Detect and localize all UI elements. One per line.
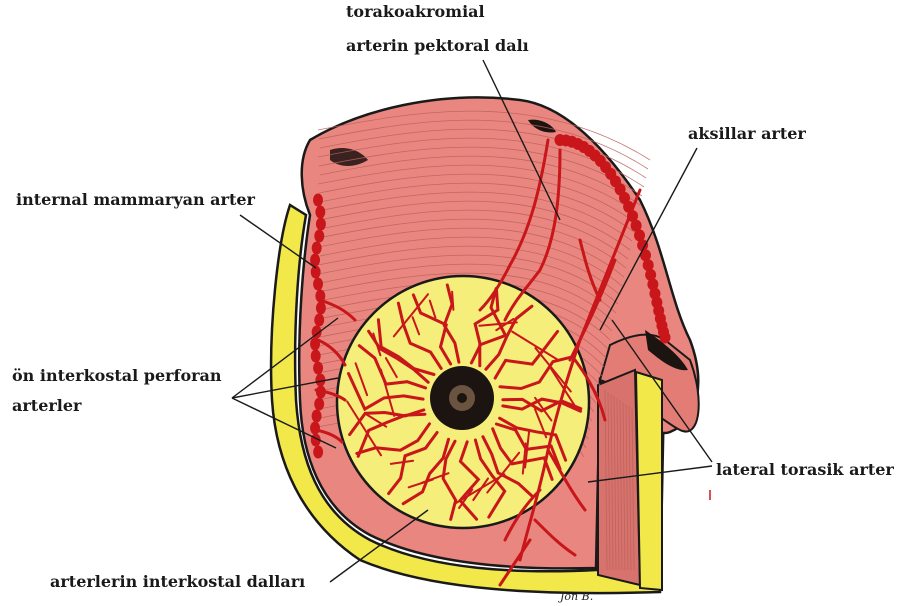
artery-bead bbox=[314, 314, 324, 327]
artery-bead bbox=[316, 218, 326, 231]
nipple-center bbox=[457, 393, 467, 403]
artery-bead bbox=[312, 410, 322, 423]
artery-bead bbox=[660, 332, 671, 344]
artery-bead bbox=[313, 194, 323, 207]
label-axillary-artery: aksillar arter bbox=[688, 124, 806, 144]
artist-signature: Jon B. bbox=[560, 590, 593, 603]
artery-bead bbox=[311, 350, 321, 363]
artery-bead bbox=[315, 206, 325, 219]
label-lateral-thoracic-artery: lateral torasik arter bbox=[716, 460, 894, 480]
artery-bead bbox=[314, 230, 324, 243]
artery-bead bbox=[314, 398, 324, 411]
artery-bead bbox=[316, 302, 326, 315]
artery-bead bbox=[310, 422, 320, 435]
label-perforators-1: ön interkostal perforan bbox=[12, 366, 222, 386]
artery-bead bbox=[312, 242, 322, 255]
serratus-fat bbox=[636, 372, 662, 590]
artery-bead bbox=[313, 446, 323, 459]
artery-bead bbox=[313, 362, 323, 375]
label-thoracoacromial-1: torakoakromial bbox=[346, 2, 485, 22]
label-internal-mammary-artery: internal mammaryan arter bbox=[16, 190, 255, 210]
artery-bead bbox=[313, 278, 323, 291]
label-intercostal-branches: arterlerin interkostal dalları bbox=[50, 572, 305, 592]
label-perforators-2: arterler bbox=[12, 396, 81, 416]
label-thoracoacromial-2: arterin pektoral dalı bbox=[346, 36, 529, 56]
gland-artery-twig bbox=[452, 292, 453, 310]
